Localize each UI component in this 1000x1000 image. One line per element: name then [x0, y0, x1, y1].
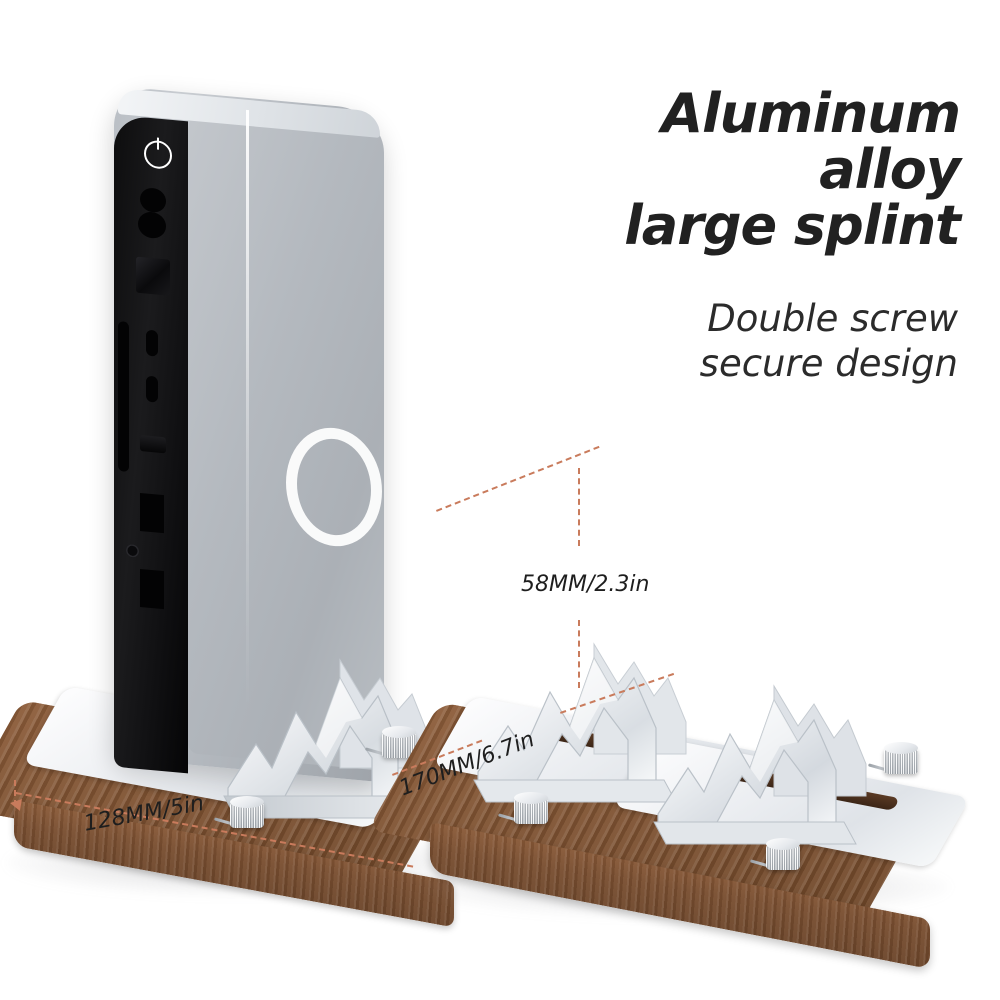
dimension-label-height: 58MM/2.3in	[521, 572, 650, 597]
audio-jack-icon	[126, 543, 139, 558]
aluminum-mountain-splint-bracket-a	[468, 622, 768, 832]
dimension-line-height-upper	[578, 468, 580, 546]
headline: Aluminum alloy large splint	[490, 82, 961, 258]
headline-line-1: Aluminum	[661, 82, 961, 145]
usb-a-port-1-icon	[140, 492, 164, 534]
headline-line-3: large splint	[624, 194, 961, 258]
subheading: Double screw secure design	[488, 296, 958, 386]
bare-stand-assembly	[367, 640, 1000, 970]
subheading-line-2: secure design	[699, 342, 958, 386]
dc-power-port-2-icon	[138, 210, 166, 240]
usb-c-port-2-icon	[146, 375, 158, 403]
dimension-arrowhead-left	[9, 797, 22, 811]
dc-power-port-icon	[140, 186, 166, 214]
usb-c-port-1-icon	[146, 329, 158, 357]
subheading-line-1: Double screw	[707, 297, 958, 340]
dimension-line-height-lower	[578, 620, 580, 688]
knurled-thumbscrew-c[interactable]	[884, 742, 918, 774]
knurled-thumbscrew-front-left[interactable]	[230, 796, 264, 828]
ethernet-port-icon	[136, 256, 170, 296]
headline-line-2: alloy	[819, 138, 961, 202]
card-slot-icon	[118, 320, 129, 472]
stand-with-device-assembly	[0, 60, 600, 928]
knurled-thumbscrew-b[interactable]	[766, 838, 800, 870]
aluminum-mountain-splint-bracket-b	[648, 664, 948, 874]
dimension-tick-left	[14, 780, 18, 806]
hdmi-port-icon	[140, 434, 166, 454]
device-edge-specular-highlight	[246, 109, 249, 711]
usb-a-port-2-icon	[140, 568, 164, 610]
device-port-panel	[114, 114, 188, 774]
knurled-thumbscrew-a[interactable]	[514, 792, 548, 824]
power-button-icon	[144, 139, 172, 170]
